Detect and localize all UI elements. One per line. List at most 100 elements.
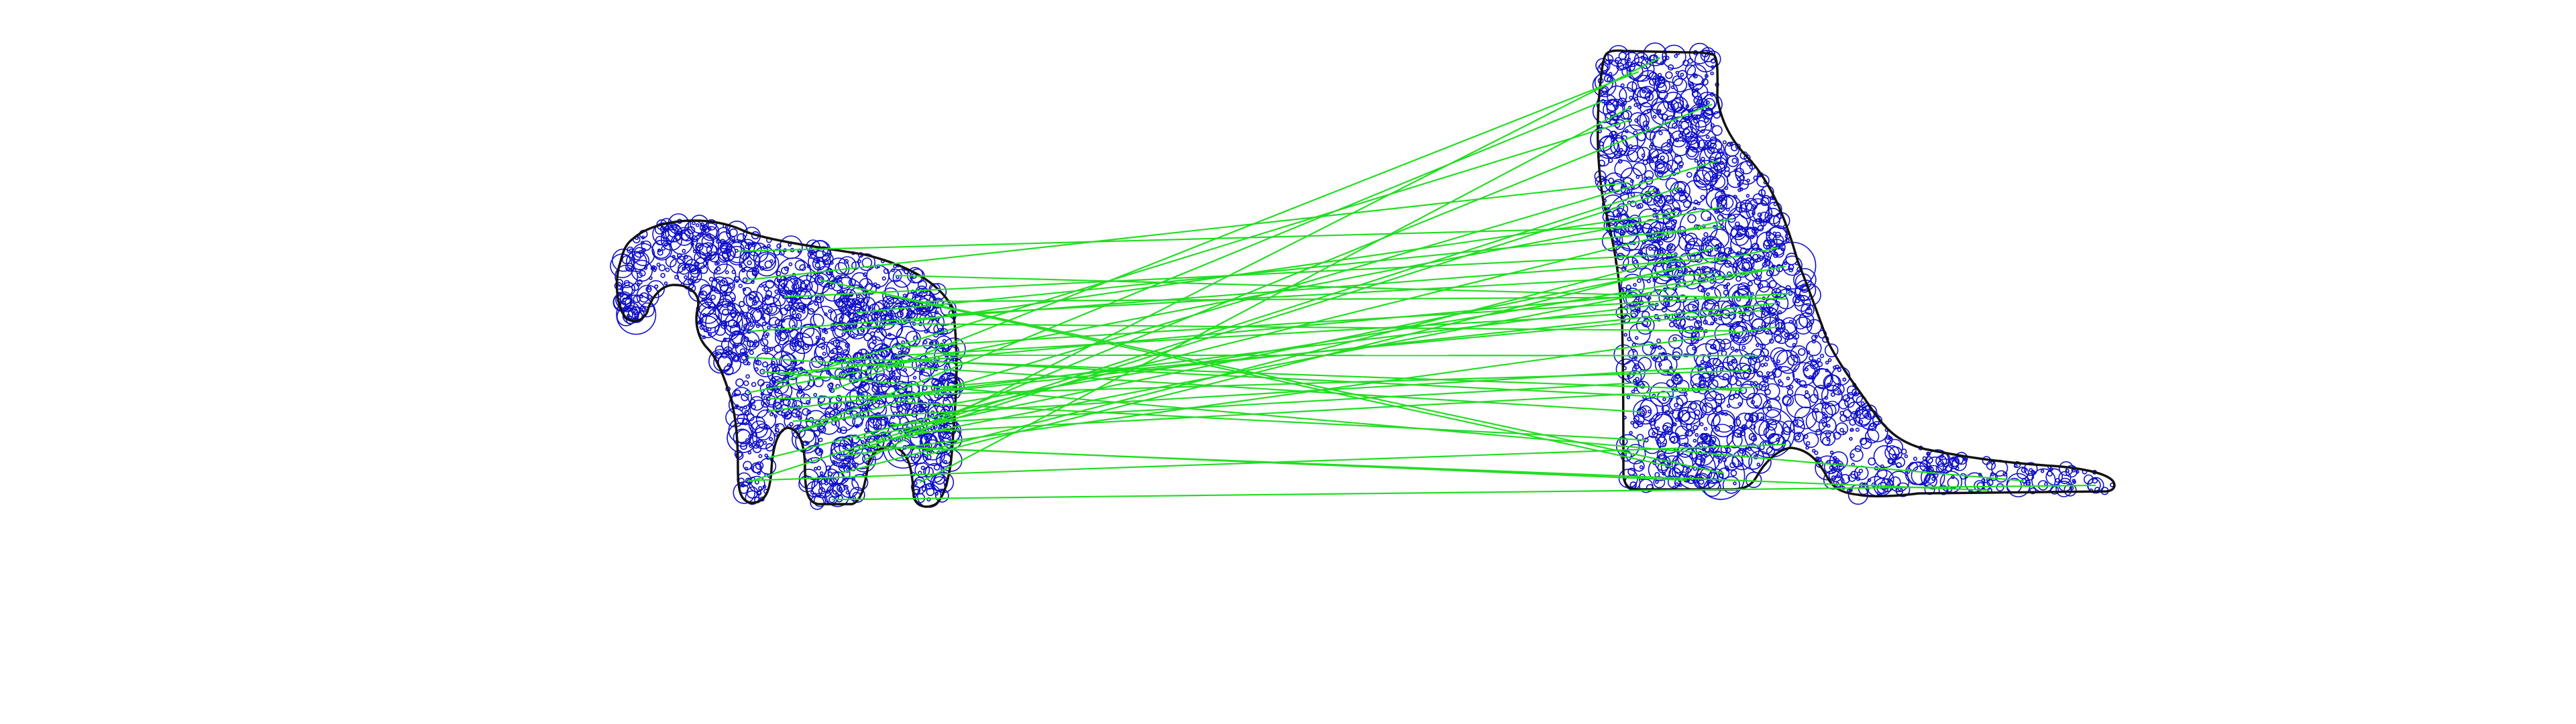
boot-feature-circle: [1656, 152, 1670, 165]
boot-feature-circle: [1821, 402, 1837, 418]
match-line: [925, 296, 1633, 302]
elephant-feature-circle: [735, 345, 739, 349]
elephant-feature-circle: [626, 251, 647, 272]
boot-feature-circle: [1656, 436, 1668, 448]
match-line: [747, 357, 1642, 413]
boot-feature-circle: [1794, 434, 1801, 441]
boot-feature-circle: [1824, 343, 1839, 358]
elephant-feature-circle: [733, 320, 740, 327]
boot-feature-circle: [1723, 284, 1729, 290]
elephant-feature-circle: [716, 266, 721, 272]
elephant-feature-circle: [743, 380, 749, 386]
boot-feature-circle: [1824, 396, 1829, 400]
elephant-feature-circle: [777, 277, 800, 299]
boot-feature-circle: [1608, 177, 1615, 184]
boot-feature-circle: [1748, 281, 1753, 287]
boot-feature-circle: [1674, 417, 1680, 422]
elephant-feature-circle: [818, 448, 823, 453]
boot-feature-circle: [1793, 267, 1817, 292]
elephant-feature-circle: [767, 243, 771, 248]
elephant-feature-circle: [851, 334, 855, 338]
elephant-feature-circle: [816, 475, 827, 485]
boot-feature-circle: [1682, 138, 1686, 143]
boot-feature-circle: [1770, 347, 1788, 365]
boot-feature-circle: [1790, 419, 1805, 434]
boot-feature-circle: [1705, 241, 1710, 247]
elephant-feature-circle: [692, 221, 696, 225]
boot-feature-circle: [1662, 424, 1669, 431]
boot-feature-circle: [2013, 464, 2018, 468]
elephant-feature-circle: [832, 322, 851, 341]
elephant-feature-circle: [774, 289, 779, 294]
boot-feature-circle: [1805, 367, 1809, 371]
elephant-feature-circle: [719, 241, 733, 255]
boot-feature-circle: [1940, 454, 1944, 459]
elephant-feature-circle: [765, 332, 770, 337]
boot-feature-circle: [1689, 342, 1694, 347]
match-line: [914, 323, 1737, 332]
boot-feature-circle: [2092, 477, 2098, 484]
boot-feature-circle: [1766, 446, 1776, 456]
elephant-feature-circle: [881, 276, 886, 281]
elephant-feature-circle: [800, 280, 813, 293]
boot-feature-circle: [1611, 137, 1615, 142]
elephant-feature-circle: [814, 343, 830, 359]
boot-feature-circle: [1638, 249, 1643, 255]
boot-feature-circle: [1713, 339, 1726, 352]
elephant-feature-circle: [835, 493, 840, 497]
boot-feature-circle: [1656, 109, 1661, 114]
boot-feature-circle: [1792, 343, 1796, 347]
elephant-feature-circle: [920, 465, 925, 471]
boot-feature-circle: [1685, 467, 1691, 473]
elephant-feature-circle: [940, 377, 945, 382]
boot-feature-circle: [1722, 226, 1726, 231]
elephant-feature-circle: [890, 302, 913, 326]
boot-feature-circle: [1746, 198, 1770, 223]
boot-feature-circle: [1732, 257, 1752, 278]
elephant-feature-circle: [846, 298, 862, 314]
match-line: [841, 211, 1677, 333]
elephant-feature-circle: [747, 340, 754, 347]
boot-feature-circle: [1874, 469, 1894, 490]
boot-feature-circle: [2040, 469, 2045, 473]
boot-feature-circle: [1888, 436, 1893, 441]
boot-feature-circle: [1658, 90, 1668, 100]
elephant-feature-circle: [896, 275, 900, 280]
boot-feature-circle: [1827, 424, 1831, 428]
elephant-feature-circle: [627, 306, 645, 323]
boot-feature-circle: [1809, 355, 1814, 361]
elephant-feature-circle: [814, 467, 818, 471]
boot-feature-circle: [1680, 109, 1693, 121]
boot-feature-circle: [1592, 73, 1617, 98]
boot-feature-circle: [1698, 375, 1705, 381]
boot-feature-circle: [1625, 444, 1646, 465]
boot-feature-circle: [1723, 170, 1731, 178]
boot-feature-circle: [1650, 159, 1654, 164]
boot-feature-circle: [1657, 247, 1666, 256]
boot-feature-circle: [1665, 194, 1675, 204]
boot-feature-circle: [1666, 379, 1674, 387]
boot-feature-circle: [1839, 428, 1844, 432]
boot-feature-circle: [1649, 78, 1657, 86]
boot-feature-circle: [1633, 259, 1638, 265]
boot-feature-circle: [1716, 197, 1723, 204]
boot-feature-circle: [1792, 314, 1809, 330]
elephant-feature-circle: [794, 297, 799, 302]
elephant-feature-circle: [719, 284, 733, 297]
boot-feature-circle: [1760, 220, 1767, 227]
boot-feature-circle: [1599, 124, 1603, 129]
elephant-feature-circle: [805, 400, 811, 405]
boot-feature-circle: [1701, 298, 1720, 317]
elephant-feature-circle: [807, 379, 816, 387]
elephant-feature-circle: [754, 251, 780, 277]
elephant-feature-circle: [665, 225, 669, 230]
boot-feature-circle: [1681, 471, 1687, 477]
boot-feature-circle: [1660, 156, 1665, 161]
boot-feature-circle: [1938, 485, 1949, 495]
elephant-feature-circle: [861, 381, 866, 386]
elephant-feature-circle: [720, 338, 735, 352]
boot-feature-circle: [1782, 255, 1803, 276]
elephant-feature-circle: [633, 247, 645, 258]
elephant-feature-circle: [788, 243, 792, 247]
elephant-feature-circle: [782, 340, 797, 355]
